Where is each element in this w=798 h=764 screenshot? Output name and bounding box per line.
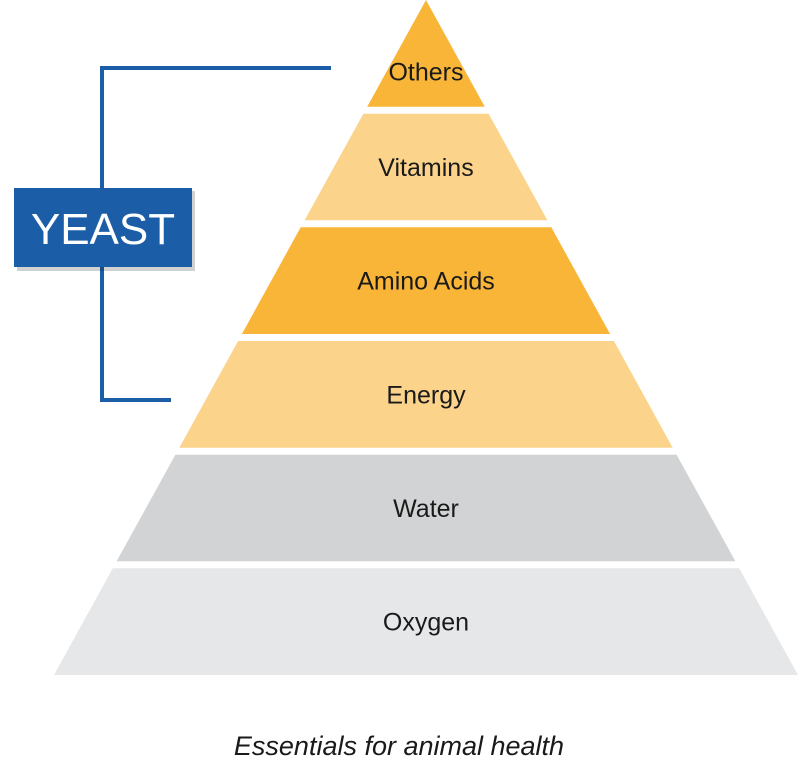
tier-label-amino-acids: Amino Acids [357, 268, 495, 296]
yeast-box: YEAST [14, 188, 195, 271]
pyramid-tier-energy [179, 341, 673, 448]
tier-label-vitamins: Vitamins [378, 154, 473, 182]
pyramid-tier-water [116, 454, 736, 562]
pyramid-tier-vitamins [304, 113, 548, 221]
tier-label-oxygen: Oxygen [383, 609, 469, 637]
pyramid-tier-amino-acids [241, 227, 611, 334]
diagram-caption: Essentials for animal health [233, 731, 565, 761]
pyramid-tier-oxygen [54, 568, 798, 675]
tier-label-energy: Energy [386, 381, 466, 409]
pyramid-tier-others [367, 0, 485, 107]
tier-label-others: Others [388, 59, 463, 87]
yeast-label: YEAST [31, 205, 175, 254]
yeast-box-bg [14, 188, 192, 267]
tier-label-water: Water [393, 495, 459, 523]
